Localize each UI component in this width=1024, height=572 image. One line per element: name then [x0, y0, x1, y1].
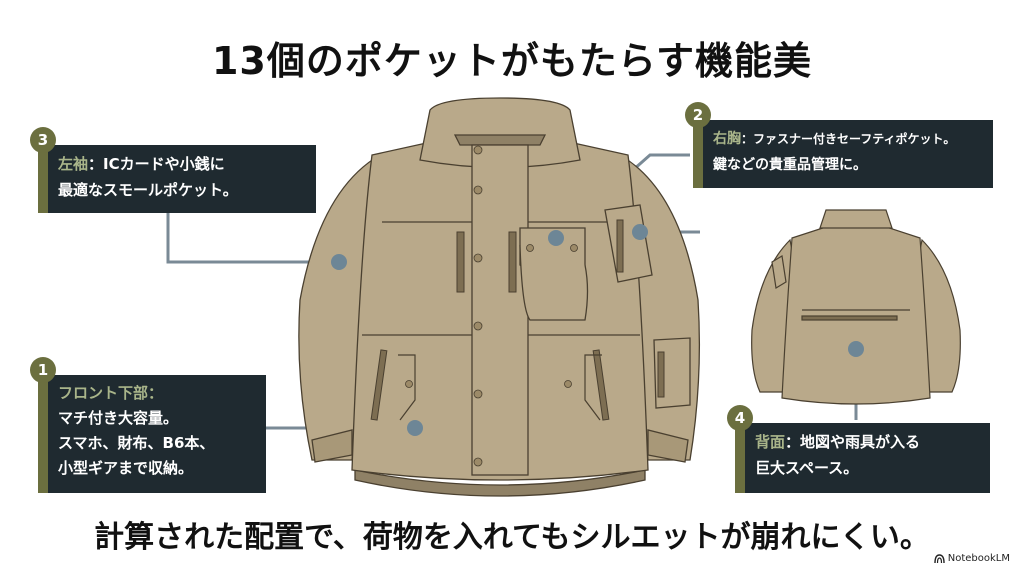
callout-line: マチ付き大容量。 [58, 409, 179, 427]
callout-heading: フロント下部： [58, 384, 164, 402]
front-zippers [370, 219, 665, 421]
callout-number-badge: 3 [30, 127, 56, 153]
summary-caption: 計算された配置で、荷物を入れてもシルエットが崩れにくい。 [94, 520, 930, 555]
notebooklm-logo-icon [934, 554, 945, 563]
callout-box: 背面：地図や雨具が入る 巨大スペース。 [745, 423, 990, 493]
callout-text: ：ファスナー付きセーフティポケット。 [741, 132, 956, 146]
callout-box: フロント下部： マチ付き大容量。 スマホ、財布、B6本、 小型ギアまで収納。 [48, 375, 266, 493]
callout-line: 巨大スペース。 [755, 459, 859, 477]
callout-accent-bar [38, 145, 48, 213]
callout-text: ：地図や雨具が入る [785, 433, 921, 451]
callout-line: 小型ギアまで収納。 [58, 459, 194, 477]
callout-heading: 右胸 [713, 131, 741, 147]
callout-box: 右胸：ファスナー付きセーフティポケット。 鍵などの貴重品管理に。 [703, 120, 993, 188]
callout-box: 左袖：ICカードや小銭に 最適なスモールポケット。 [48, 145, 316, 213]
callout-number-badge: 1 [30, 357, 56, 383]
callout-heading: 左袖 [58, 155, 89, 173]
callout-accent-bar [693, 120, 703, 188]
callout-number-badge: 2 [685, 102, 711, 128]
connector-dots [331, 224, 864, 436]
back-jacket [751, 209, 961, 405]
callout-line: 最適なスモールポケット。 [58, 181, 238, 199]
page-title: 13個のポケットがもたらす機能美 [211, 39, 813, 83]
callout-text: ：ICカードや小銭に [88, 155, 225, 173]
brand-watermark: NotebookLM [934, 553, 1010, 564]
callout-heading: 背面 [755, 433, 786, 451]
callout-accent-bar [38, 375, 48, 493]
callout-number-badge: 4 [727, 405, 753, 431]
callout-line: 鍵などの貴重品管理に。 [713, 157, 867, 173]
front-jacket [298, 97, 701, 497]
callout-line: スマホ、財布、B6本、 [58, 434, 215, 452]
brand-label: NotebookLM [947, 553, 1010, 564]
snap-buttons [405, 145, 578, 467]
callout-accent-bar [735, 423, 745, 493]
